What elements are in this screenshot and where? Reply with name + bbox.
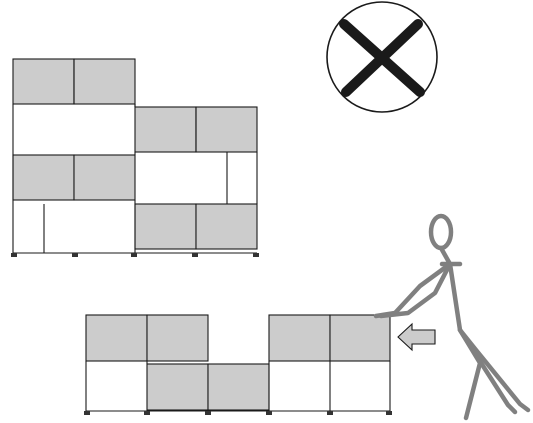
prohibited-x-icon	[327, 2, 437, 112]
foot	[131, 253, 137, 257]
foot	[144, 411, 150, 415]
panel-top-left-2	[74, 59, 135, 104]
foot	[266, 411, 272, 415]
panel-left-top-2	[147, 315, 208, 361]
panel-right-top-2	[330, 315, 390, 361]
foot	[386, 411, 392, 415]
panel-left-top-1	[86, 315, 147, 361]
push-arrow-icon	[398, 324, 435, 350]
foot	[11, 253, 17, 257]
wrong-configuration-shelving	[11, 59, 259, 257]
foot	[327, 411, 333, 415]
foot	[72, 253, 78, 257]
panel-second-right-1	[135, 107, 196, 152]
foot	[84, 411, 90, 415]
panel-bottom-right-2	[196, 204, 257, 249]
stick-figure-pushing-icon	[376, 216, 528, 418]
panel-third-left-2	[74, 155, 135, 200]
panel-middle-bottom-1	[147, 364, 208, 410]
panel-third-left-1	[13, 155, 74, 200]
panel-bottom-right-1	[135, 204, 196, 249]
foot	[205, 411, 211, 415]
panel-right-top-1	[269, 315, 330, 361]
foot	[192, 253, 198, 257]
panel-middle-bottom-2	[208, 364, 269, 410]
pushed-configuration-shelving	[84, 315, 392, 415]
panel-top-left-1	[13, 59, 74, 104]
panel-second-right-2	[196, 107, 257, 152]
foot	[253, 253, 259, 257]
